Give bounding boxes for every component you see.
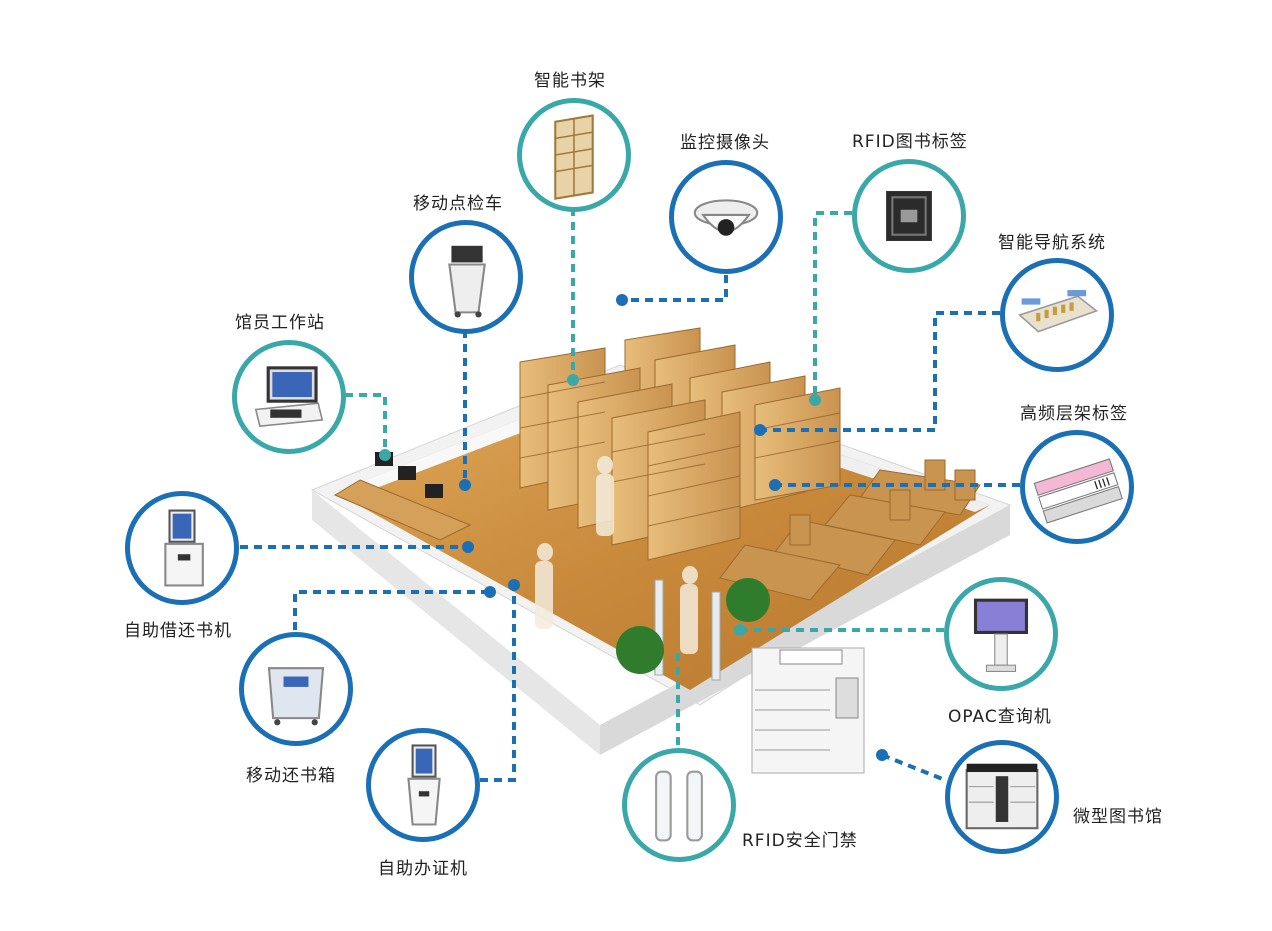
micro-library-label: 微型图书馆: [1073, 807, 1163, 827]
bookshelf-icon: [554, 114, 594, 200]
room-wall-right: [600, 505, 1010, 755]
navigation-icon: [1018, 290, 1099, 333]
opac-circle: [944, 577, 1058, 691]
reading-area: [719, 459, 981, 601]
navigation-label: 智能导航系统: [998, 233, 1106, 253]
connector-workstation: [345, 393, 387, 455]
bookshelf-cluster: [519, 327, 841, 561]
return-box-label: 移动还书箱: [246, 766, 336, 786]
connector-card-machine: [480, 585, 516, 782]
connector-lines: [240, 208, 1020, 782]
opac-label: OPAC查询机: [948, 707, 1052, 727]
security-gate-circle: [622, 748, 736, 862]
shelf-dividers: [519, 381, 841, 527]
rfid-tag-label: RFID图书标签: [852, 132, 968, 152]
smart-shelf-label: 智能书架: [534, 71, 606, 91]
rfid-tag-circle: [852, 159, 966, 273]
connector-rfid-tag: [813, 211, 852, 400]
connector-micro-library: [881, 753, 946, 782]
room-wall-left: [312, 490, 600, 755]
gate-icon: [655, 770, 703, 842]
workstation-icon: [254, 366, 324, 427]
rfid-tag-icon: [886, 191, 932, 241]
service-desk: [333, 452, 472, 541]
micro-library-unit: [751, 647, 865, 774]
connector-return-box: [293, 590, 490, 630]
security-gate-label: RFID安全门禁: [742, 831, 858, 851]
self-checkout-label: 自助借还书机: [124, 621, 232, 641]
smart-shelf-circle: [517, 98, 631, 212]
opac-icon: [973, 598, 1029, 672]
micro-library-circle: [945, 740, 1059, 854]
card-kiosk-icon: [407, 744, 441, 826]
connector-navigation: [760, 311, 1000, 432]
camera-icon: [693, 199, 759, 236]
navigation-circle: [1000, 258, 1114, 372]
return-box-circle: [239, 632, 353, 746]
cart-icon: [448, 245, 486, 318]
shelf-tag-circle: [1020, 430, 1134, 544]
connector-dots: [379, 294, 888, 761]
card-machine-circle: [366, 728, 480, 842]
kiosk-icon: [164, 509, 204, 587]
visitors: [535, 456, 698, 654]
workstation-label: 馆员工作站: [235, 313, 325, 333]
camera-circle: [669, 160, 783, 274]
workstation-circle: [232, 340, 346, 454]
camera-label: 监控摄像头: [680, 133, 770, 153]
return-box-icon: [267, 667, 325, 726]
micro-library-icon: [965, 763, 1039, 830]
card-machine-label: 自助办证机: [378, 859, 468, 879]
shelf-tag-label: 高频层架标签: [1020, 404, 1128, 424]
self-checkout-circle: [125, 491, 239, 605]
connector-camera: [622, 275, 728, 302]
inventory-cart-label: 移动点检车: [413, 194, 503, 214]
shelf-tag-icon: [1033, 458, 1123, 524]
entrance: [616, 578, 770, 681]
inventory-cart-circle: [409, 220, 523, 334]
